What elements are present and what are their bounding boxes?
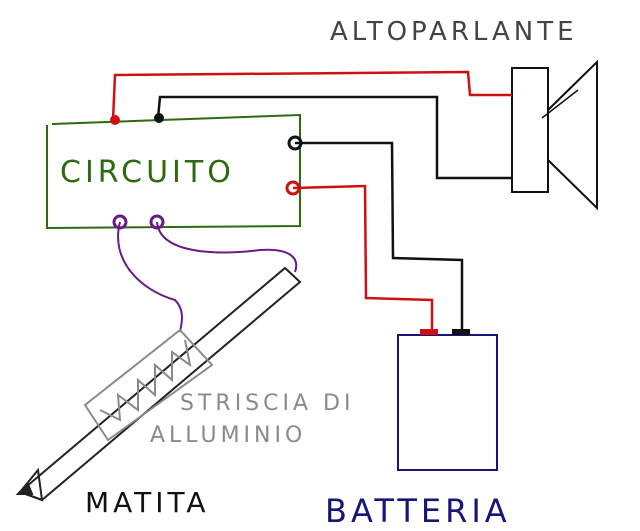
terminal-red-top <box>110 115 120 125</box>
terminal-purple-1 <box>112 214 128 230</box>
red-wire-battery <box>292 184 434 330</box>
speaker-label: ALTOPARLANTE <box>330 17 578 47</box>
pencil-label: MATITA <box>85 486 210 519</box>
red-wire-speaker <box>111 70 512 121</box>
purple-wire-2 <box>156 221 298 273</box>
speaker-cone <box>547 59 598 211</box>
terminal-black-right <box>287 135 303 151</box>
circuit-board <box>46 113 301 230</box>
strip-label-line2: ALLUMINIO <box>150 423 306 448</box>
aluminium-strip <box>83 328 214 442</box>
battery-label: BATTERIA <box>325 492 511 530</box>
black-wire-speaker <box>156 95 512 180</box>
circuit-label: CIRCUITO <box>60 155 235 190</box>
terminal-purple-2 <box>149 214 165 230</box>
terminal-red-right <box>285 180 301 196</box>
battery-positive <box>420 329 438 335</box>
pencil <box>15 266 302 502</box>
battery <box>397 334 498 471</box>
terminal-black-top <box>154 113 164 123</box>
battery-negative <box>452 329 470 335</box>
purple-wire-1 <box>117 221 183 333</box>
speaker <box>511 59 598 211</box>
speaker-magnet <box>511 67 549 193</box>
black-wire-battery <box>295 141 464 330</box>
strip-label-line1: STRISCIA DI <box>180 391 354 416</box>
